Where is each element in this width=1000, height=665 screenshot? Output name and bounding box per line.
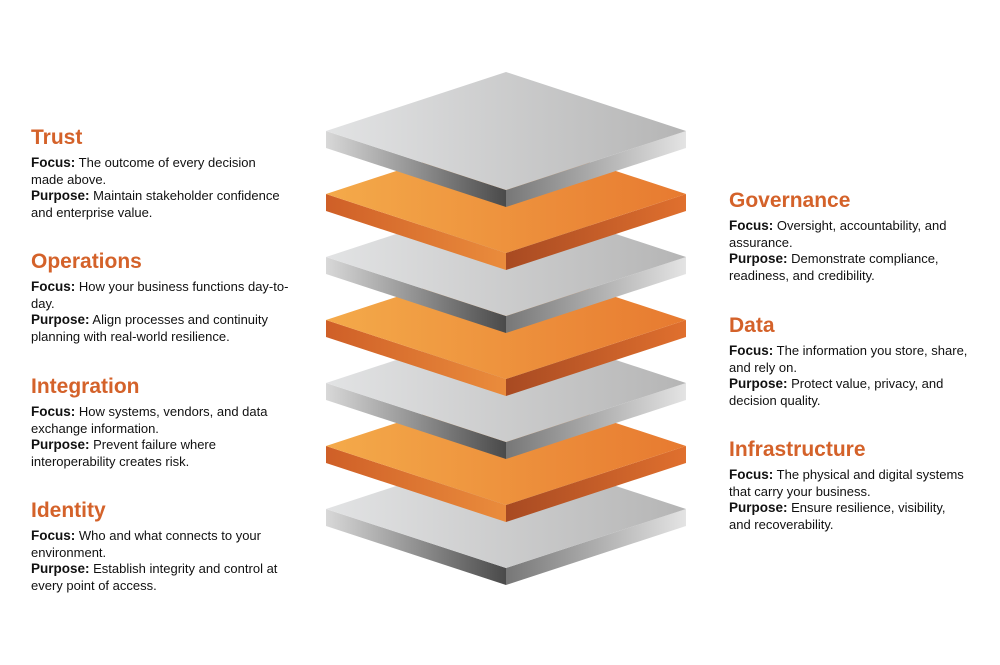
layer-governance: Governance Focus: Oversight, accountabil…: [729, 189, 969, 284]
layer-title: Trust: [31, 126, 83, 149]
layer-title: Integration: [31, 375, 140, 398]
layer-title: Infrastructure: [729, 438, 866, 461]
focus-text: The physical and digital systems that ca…: [729, 467, 964, 499]
layer-infrastructure: Infrastructure Focus: The physical and d…: [729, 438, 969, 533]
layer-integration: Integration Focus: How systems, vendors,…: [31, 375, 291, 470]
layer-data: Data Focus: The information you store, s…: [729, 314, 969, 409]
focus-text: The information you store, share, and re…: [729, 343, 968, 375]
purpose-text: Demonstrate compliance, readiness, and c…: [729, 251, 939, 283]
purpose-label: Purpose:: [31, 188, 90, 203]
purpose-text: Establish integrity and control at every…: [31, 561, 278, 593]
focus-label: Focus:: [31, 528, 76, 543]
purpose-text: Ensure resilience, visibility, and recov…: [729, 500, 946, 532]
layer-title: Governance: [729, 189, 851, 212]
focus-text: How systems, vendors, and data exchange …: [31, 404, 268, 436]
layer-trust: Trust Focus: The outcome of every decisi…: [31, 126, 291, 221]
focus-label: Focus:: [31, 404, 76, 419]
focus-label: Focus:: [31, 279, 76, 294]
focus-text: Who and what connects to your environmen…: [31, 528, 261, 560]
purpose-label: Purpose:: [31, 312, 90, 327]
focus-label: Focus:: [729, 467, 774, 482]
focus-text: Oversight, accountability, and assurance…: [729, 218, 947, 250]
layer-title: Data: [729, 314, 775, 337]
focus-text: The outcome of every decision made above…: [31, 155, 256, 187]
focus-label: Focus:: [31, 155, 76, 170]
purpose-label: Purpose:: [729, 376, 788, 391]
layer-identity: Identity Focus: Who and what connects to…: [31, 499, 291, 594]
purpose-label: Purpose:: [729, 251, 788, 266]
focus-label: Focus:: [729, 218, 774, 233]
layer-title: Operations: [31, 250, 142, 273]
purpose-label: Purpose:: [729, 500, 788, 515]
purpose-text: Align processes and continuity planning …: [31, 312, 269, 344]
layer-operations: Operations Focus: How your business func…: [31, 250, 291, 345]
purpose-label: Purpose:: [31, 561, 90, 576]
purpose-text: Prevent failure where interoperability c…: [31, 437, 216, 469]
focus-text: How your business functions day-to-day.: [31, 279, 289, 311]
focus-label: Focus:: [729, 343, 774, 358]
layer-title: Identity: [31, 499, 106, 522]
purpose-label: Purpose:: [31, 437, 90, 452]
stack-slab-grey: [326, 72, 686, 207]
purpose-text: Maintain stakeholder confidence and ente…: [31, 188, 280, 220]
purpose-text: Protect value, privacy, and decision qua…: [729, 376, 944, 408]
